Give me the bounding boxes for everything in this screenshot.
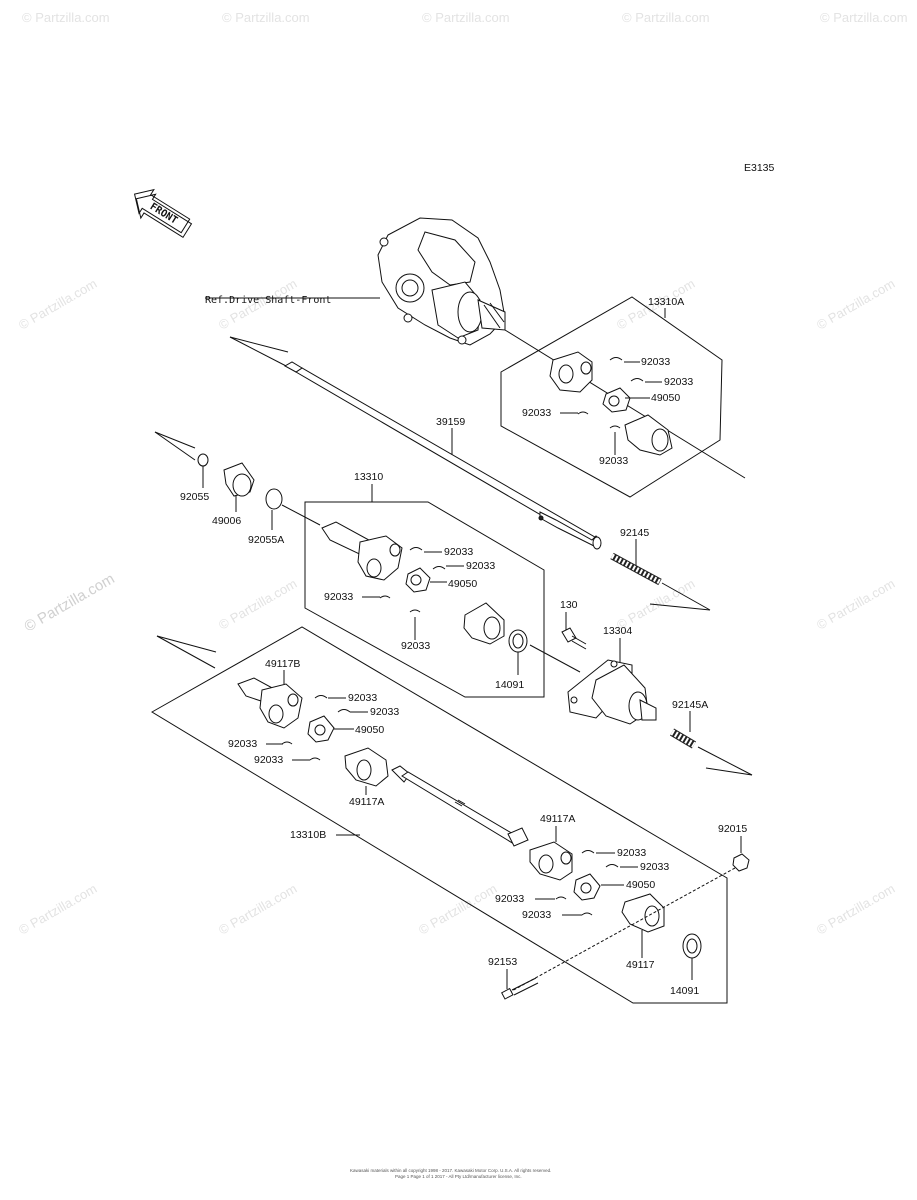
yoke-13310A (549, 351, 673, 456)
part-label-92145A: 92145A (672, 699, 708, 711)
cross-49050-lower (573, 873, 601, 901)
watermark: © Partzilla.com (814, 276, 897, 333)
part-label-49117A: 49117A (540, 813, 575, 825)
yoke-49117B (237, 677, 303, 729)
watermark: © Partzilla.com (216, 881, 299, 938)
part-label-39159: 39159 (436, 416, 465, 428)
nut-92015 (732, 853, 750, 872)
watermark: © Partzilla.com (814, 576, 897, 633)
part-label-49117B: 49117B (265, 658, 300, 670)
assembly-box-13310B (151, 626, 728, 1004)
watermark: © Partzilla.com (422, 10, 510, 25)
part-label-14091: 14091 (670, 985, 699, 997)
part-label-92033: 92033 (348, 692, 377, 704)
part-label-130: 130 (560, 599, 578, 611)
watermark: © Partzilla.com (820, 10, 908, 25)
housing-13304 (567, 659, 657, 725)
part-label-49050: 49050 (626, 879, 655, 891)
part-label-92033: 92033 (641, 356, 670, 368)
drive-shaft-39159 (283, 361, 602, 550)
yoke-49117A-upper (344, 747, 389, 787)
watermark: © Partzilla.com (16, 881, 99, 938)
watermark: © Partzilla.com (16, 276, 99, 333)
watermark-layer: © Partzilla.com © Partzilla.com © Partzi… (16, 10, 908, 938)
part-label-49117: 49117 (626, 959, 655, 971)
part-label-92033: 92033 (466, 560, 495, 572)
part-label-14091: 14091 (495, 679, 524, 691)
part-label-92145: 92145 (620, 527, 649, 539)
part-label-92033: 92033 (522, 909, 551, 921)
watermark-prominent: © Partzilla.com (22, 570, 118, 635)
copyright-footer-line2: Page 1 Page 1 of 1 2017 - All Pty Ltd/ma… (395, 1174, 522, 1179)
spring-92145 (610, 552, 662, 586)
part-label-92055: 92055 (180, 491, 209, 503)
part-label-92153: 92153 (488, 956, 517, 968)
part-label-49050: 49050 (355, 724, 384, 736)
part-label-92033: 92033 (228, 738, 257, 750)
part-label-92033: 92033 (324, 591, 353, 603)
part-label-92033: 92033 (444, 546, 473, 558)
part-label-92015: 92015 (718, 823, 747, 835)
assembly-box-13310 (304, 501, 545, 698)
part-label-49006: 49006 (212, 515, 241, 527)
bolt-130 (561, 627, 587, 650)
circlip-icons-A (577, 357, 644, 429)
part-label-92033: 92033 (522, 407, 551, 419)
part-label-92033: 92033 (254, 754, 283, 766)
part-label-92033: 92033 (401, 640, 430, 652)
watermark: © Partzilla.com (814, 881, 897, 938)
part-label-49117A: 49117A (349, 796, 384, 808)
ref-drive-shaft-label: Ref.Drive Shaft-Front (205, 295, 331, 306)
watermark: © Partzilla.com (622, 10, 710, 25)
part-label-92033: 92033 (617, 847, 646, 859)
watermark: © Partzilla.com (22, 10, 110, 25)
yoke-49117 (621, 893, 665, 933)
part-label-13310B: 13310B (290, 829, 326, 841)
part-label-13304: 13304 (603, 625, 632, 637)
watermark: © Partzilla.com (222, 10, 310, 25)
o-ring-92055 (197, 453, 209, 467)
copyright-footer: Kawasaki materials within all copyright … (350, 1168, 551, 1173)
part-label-49050: 49050 (651, 392, 680, 404)
yoke-49117A-lower (529, 841, 573, 881)
part-label-92033: 92033 (640, 861, 669, 873)
yoke-13310 (321, 521, 505, 645)
gear-case (377, 217, 506, 346)
watermark: © Partzilla.com (416, 881, 499, 938)
part-label-92033: 92033 (599, 455, 628, 467)
assembly-box-13310A (500, 296, 723, 498)
o-ring-92055A (265, 488, 283, 510)
part-label-92033: 92033 (495, 893, 524, 905)
front-direction-icon: FRONT (133, 188, 193, 239)
watermark: © Partzilla.com (216, 576, 299, 633)
rear-shaft (391, 765, 529, 847)
part-label-92033: 92033 (370, 706, 399, 718)
diagram-code: E3135 (744, 162, 775, 174)
bolt-92153 (501, 977, 539, 1000)
part-label-13310: 13310 (354, 471, 383, 483)
part-label-13310A: 13310A (648, 296, 684, 308)
part-label-92033: 92033 (664, 376, 693, 388)
part-label-92055A: 92055A (248, 534, 284, 546)
cross-49050 (307, 715, 335, 743)
boot-49006 (223, 462, 255, 497)
part-label-49050: 49050 (448, 578, 477, 590)
spring-92145A (669, 728, 697, 749)
